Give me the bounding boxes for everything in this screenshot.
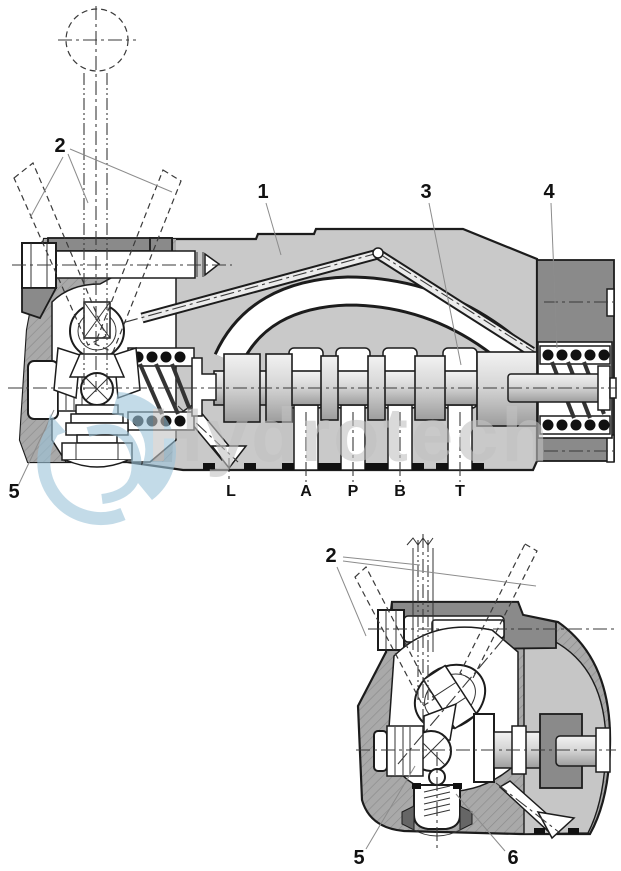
detail-drain <box>495 780 579 840</box>
detail-lever-shaft <box>412 548 434 652</box>
lever-phantom-left <box>13 162 107 346</box>
detail-end-plug <box>373 725 424 777</box>
detail-phantom-left <box>354 566 435 707</box>
callout-1: 1 <box>257 181 268 203</box>
lever-phantom-right <box>94 169 182 353</box>
port-L-drain <box>177 403 248 482</box>
watermark: Hydrotech <box>37 392 551 525</box>
port-label-T: T <box>455 483 465 500</box>
port-label-P: P <box>348 483 359 500</box>
callout-5: 5 <box>8 481 19 503</box>
detail-bolt-head <box>377 609 405 651</box>
port-seals <box>203 463 484 470</box>
detail-cross-section: 2 5 6 <box>325 534 616 869</box>
callout-3: 3 <box>420 181 431 203</box>
port-label-B: B <box>394 483 406 500</box>
watermark-text: Hydrotech <box>148 393 551 478</box>
watermark-logo <box>37 392 177 525</box>
callout-leaders <box>17 148 558 487</box>
housing-wedge <box>21 287 58 320</box>
bridge-passage <box>216 278 525 366</box>
port-label-A: A <box>300 483 312 500</box>
callout-2: 2 <box>54 135 65 157</box>
callout-4: 4 <box>543 181 555 203</box>
detail-callout-leaders <box>336 556 537 852</box>
detail-spool-assembly <box>473 713 611 789</box>
rod-pin <box>372 247 384 259</box>
detail-callout-2: 2 <box>325 545 336 567</box>
detail-callout-5: 5 <box>353 847 364 869</box>
port-label-L: L <box>226 483 236 500</box>
detail-callout-6: 6 <box>507 847 518 869</box>
linkage-rod-right <box>375 249 535 357</box>
detail-phantom-right <box>459 543 538 681</box>
